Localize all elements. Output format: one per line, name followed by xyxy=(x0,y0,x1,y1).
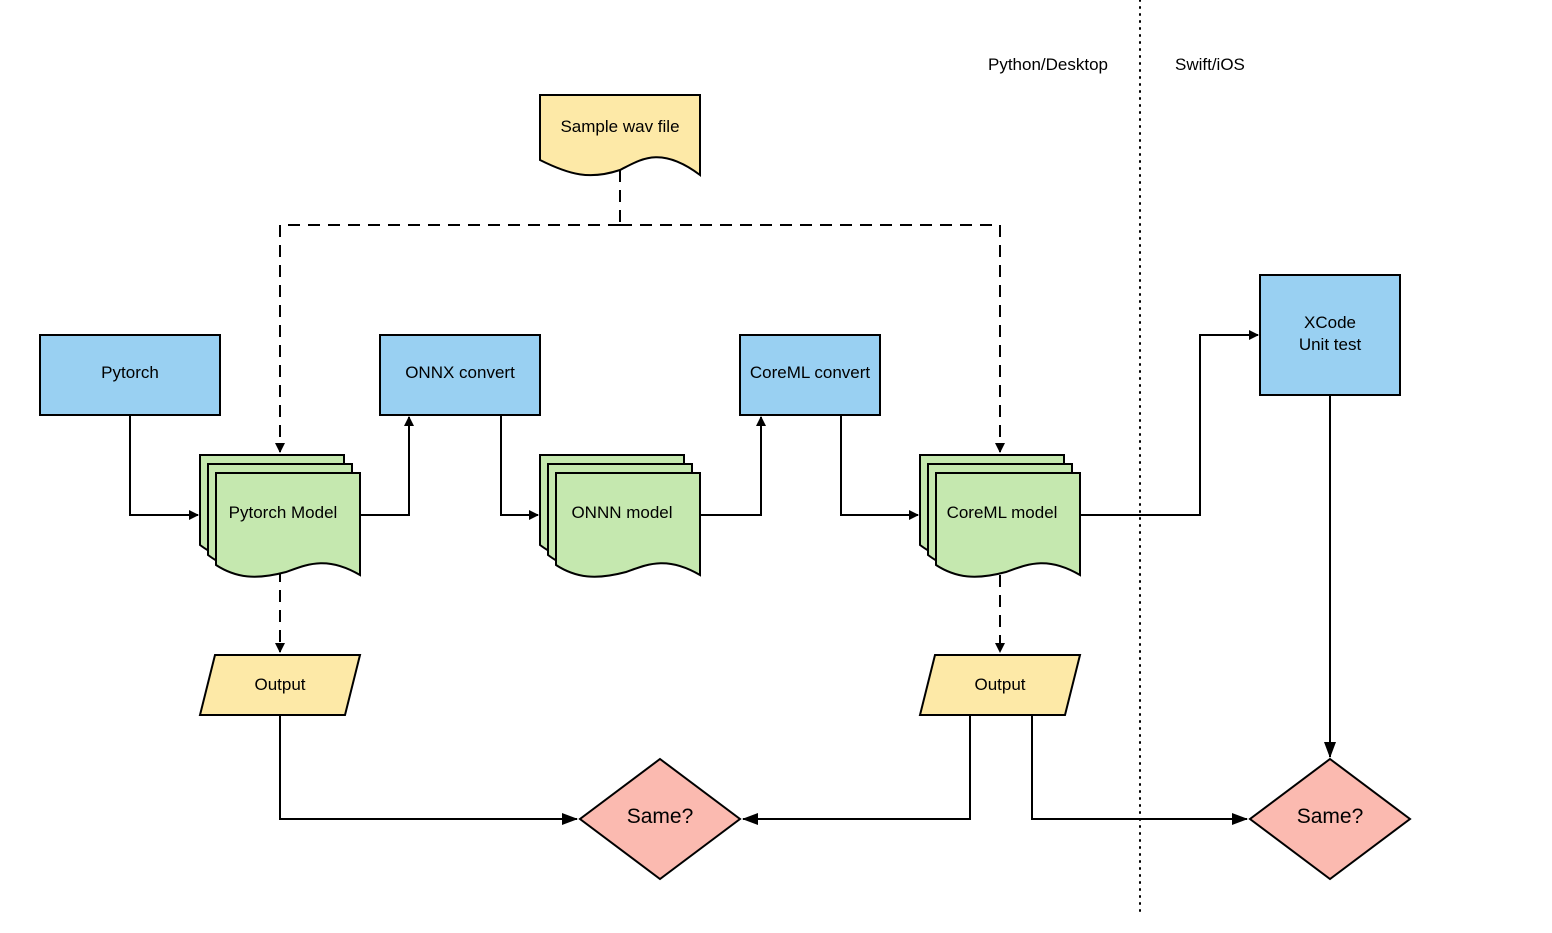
document-stack-front xyxy=(215,472,361,578)
document-shape xyxy=(539,94,701,177)
sample-wav-file-node: Sample wav file xyxy=(539,94,701,177)
onnx-model-label: ONNN model xyxy=(571,503,672,522)
decision-diamond xyxy=(578,757,742,881)
pytorch-label: Pytorch xyxy=(101,363,159,382)
onnx-convert-label: ONNX convert xyxy=(405,363,515,382)
process-box xyxy=(39,334,221,416)
xcode-label: XCode xyxy=(1304,313,1356,332)
edge-pytorch-to-model xyxy=(129,415,199,520)
edge-output-left-to-same-left xyxy=(279,715,578,825)
output-right-label: Output xyxy=(974,675,1025,694)
coreml-model-node: CoreML model xyxy=(919,454,1081,578)
coreml-model-label: CoreML model xyxy=(947,503,1058,522)
edge-onnx-convert-to-model xyxy=(500,415,539,520)
edge-onnx-model-to-coreml-convert xyxy=(700,416,766,516)
coreml-convert-node: CoreML convert xyxy=(739,334,881,416)
edge-output-right-to-same-right xyxy=(1031,715,1248,825)
output-right-node: Output xyxy=(918,654,1082,716)
coreml-convert-label: CoreML convert xyxy=(750,363,871,382)
document-stack-front xyxy=(935,472,1081,578)
edge-sample-to-pytorch-model xyxy=(275,224,620,453)
document-stack-front xyxy=(555,472,701,578)
xcode-unit-test-node: XCode Unit test xyxy=(1259,274,1401,396)
edge-output-right-to-same-left xyxy=(742,715,971,825)
pytorch-model-node: Pytorch Model xyxy=(199,454,361,578)
same-left-decision: Same? xyxy=(578,757,742,881)
edges xyxy=(129,170,1336,825)
decision-diamond xyxy=(1248,757,1412,881)
process-box xyxy=(739,334,881,416)
data-parallelogram xyxy=(198,654,362,716)
same-right-decision: Same? xyxy=(1248,757,1412,881)
pytorch-model-label: Pytorch Model xyxy=(229,503,338,522)
edge-sample-to-coreml-model xyxy=(620,224,1005,453)
data-parallelogram xyxy=(918,654,1082,716)
same-right-label: Same? xyxy=(1297,805,1364,828)
process-box xyxy=(379,334,541,416)
edge-coreml-model-to-xcode xyxy=(1080,330,1259,516)
lane-label-python: Python/Desktop xyxy=(988,55,1108,74)
output-left-node: Output xyxy=(198,654,362,716)
edge-pytorch-model-to-onnx-convert xyxy=(360,416,414,516)
output-left-label: Output xyxy=(254,675,305,694)
pytorch-node: Pytorch xyxy=(39,334,221,416)
onnx-model-node: ONNN model xyxy=(539,454,701,578)
same-left-label: Same? xyxy=(627,805,694,828)
edge-coreml-convert-to-model xyxy=(840,415,919,520)
unit-test-label: Unit test xyxy=(1299,335,1362,354)
onnx-convert-node: ONNX convert xyxy=(379,334,541,416)
lane-label-swift: Swift/iOS xyxy=(1175,55,1245,74)
process-box xyxy=(1259,274,1401,396)
sample-wav-label: Sample wav file xyxy=(560,117,679,136)
